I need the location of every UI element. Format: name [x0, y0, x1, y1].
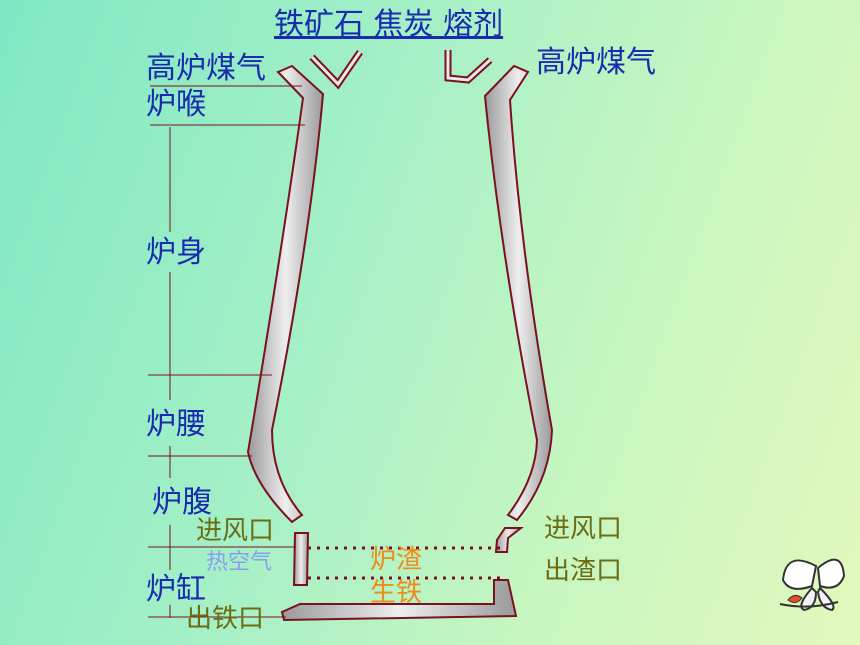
charging-hopper-left	[309, 50, 363, 90]
hearth-bottom	[280, 579, 518, 622]
charging-hopper-right-inner	[446, 50, 492, 82]
leader-lines	[148, 85, 305, 618]
label-tuyere-right: 进风口	[544, 514, 623, 544]
label-bosh: 炉腹	[152, 485, 212, 520]
label-gas-left: 高炉煤气	[146, 51, 266, 86]
label-slag-outlet: 出渣口	[544, 556, 623, 586]
furnace-wall-left	[246, 64, 325, 524]
tuyere-left	[292, 532, 310, 586]
label-gas-right: 高炉煤气	[536, 45, 656, 80]
label-shaft: 炉身	[146, 235, 206, 270]
label-iron-outlet: 出铁口	[186, 604, 265, 634]
label-slag: 炉渣	[370, 545, 423, 575]
label-tuyere-left: 进风口	[196, 516, 275, 546]
butterfly-icon	[779, 558, 846, 612]
charging-hopper-left-inner	[310, 51, 362, 87]
label-hearth: 炉缸	[146, 572, 206, 607]
label-hot-air: 热空气	[206, 550, 273, 575]
label-throat: 炉喉	[146, 87, 206, 122]
tuyere-right	[494, 527, 524, 553]
label-belly: 炉腰	[146, 407, 206, 442]
label-pig-iron: 生铁	[370, 578, 423, 608]
charge-materials-title: 铁矿石 焦炭 熔剂	[274, 7, 504, 42]
furnace-wall-right	[483, 64, 554, 522]
